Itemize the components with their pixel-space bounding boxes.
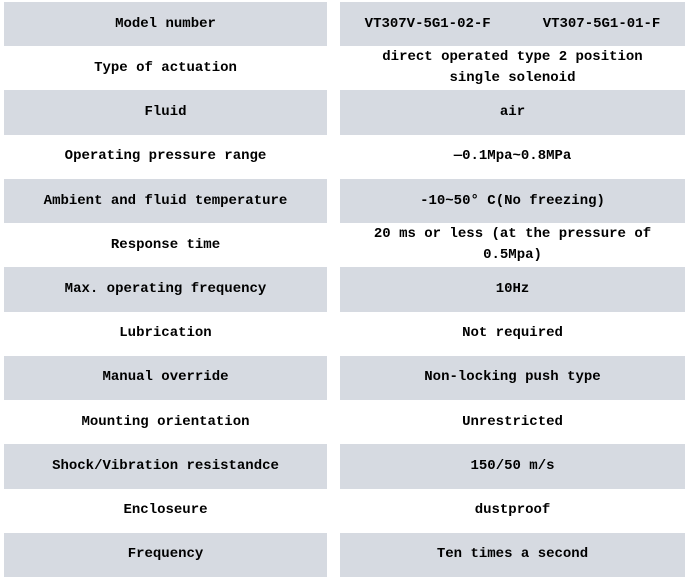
row-label: Operating pressure range	[64, 148, 267, 165]
table-row-type-of-actuation: Type of actuation direct operated type 2…	[4, 46, 685, 90]
table-row-ambient-fluid-temperature: Ambient and fluid temperature -10~50° C(…	[4, 178, 685, 224]
row-label: Fluid	[4, 90, 327, 135]
table-row-enclosure: Encloseure dustproof	[4, 489, 685, 533]
row-value: Unrestricted	[462, 413, 563, 430]
table-row-fluid: Fluid air	[4, 90, 685, 135]
row-value: Ten times a second	[340, 532, 685, 578]
row-value: air	[340, 90, 685, 135]
row-label: Mounting orientation	[81, 413, 250, 430]
row-label: Lubrication	[119, 325, 212, 342]
model-number-pair: VT307V-5G1-02-F VT307-5G1-01-F	[340, 14, 685, 35]
row-label: Max. operating frequency	[4, 267, 327, 312]
table-row-response-time: Response time 20 ms or less (at the pres…	[4, 223, 685, 267]
table-row-frequency: Frequency Ten times a second	[4, 532, 685, 578]
row-label: Response time	[110, 236, 221, 253]
row-value: VT307V-5G1-02-F VT307-5G1-01-F	[340, 2, 685, 47]
row-label: Shock/Vibration resistandce	[4, 444, 327, 489]
row-label: Model number	[4, 2, 327, 47]
row-label: Encloseure	[123, 502, 208, 519]
row-value: 150/50 m/s	[340, 444, 685, 489]
table-row-operating-pressure-range: Operating pressure range —0.1Mpa~0.8MPa	[4, 135, 685, 179]
table-row-manual-override: Manual override Non-locking push type	[4, 355, 685, 401]
row-value: -10~50° C(No freezing)	[340, 178, 685, 224]
row-label: Manual override	[4, 355, 327, 401]
spec-table: Model number VT307V-5G1-02-F VT307-5G1-0…	[4, 2, 685, 578]
row-value: —0.1Mpa~0.8MPa	[453, 148, 572, 165]
row-value: direct operated type 2 position single s…	[382, 49, 643, 87]
table-row-lubrication: Lubrication Not required	[4, 312, 685, 356]
table-row-shock-vibration-resistance: Shock/Vibration resistandce 150/50 m/s	[4, 444, 685, 489]
row-value: Not required	[462, 325, 563, 342]
row-value: 20 ms or less (at the pressure of 0.5Mpa…	[373, 226, 652, 264]
model-number-2: VT307-5G1-01-F	[542, 15, 661, 32]
model-number-1: VT307V-5G1-02-F	[364, 15, 491, 32]
row-value: 10Hz	[340, 267, 685, 312]
row-value: Non-locking push type	[340, 355, 685, 401]
row-label: Frequency	[4, 532, 327, 578]
table-row-max-operating-frequency: Max. operating frequency 10Hz	[4, 267, 685, 312]
table-row-model-number: Model number VT307V-5G1-02-F VT307-5G1-0…	[4, 2, 685, 47]
row-label: Type of actuation	[94, 59, 237, 76]
row-value: dustproof	[474, 502, 551, 519]
table-row-mounting-orientation: Mounting orientation Unrestricted	[4, 400, 685, 444]
row-label: Ambient and fluid temperature	[4, 178, 327, 224]
